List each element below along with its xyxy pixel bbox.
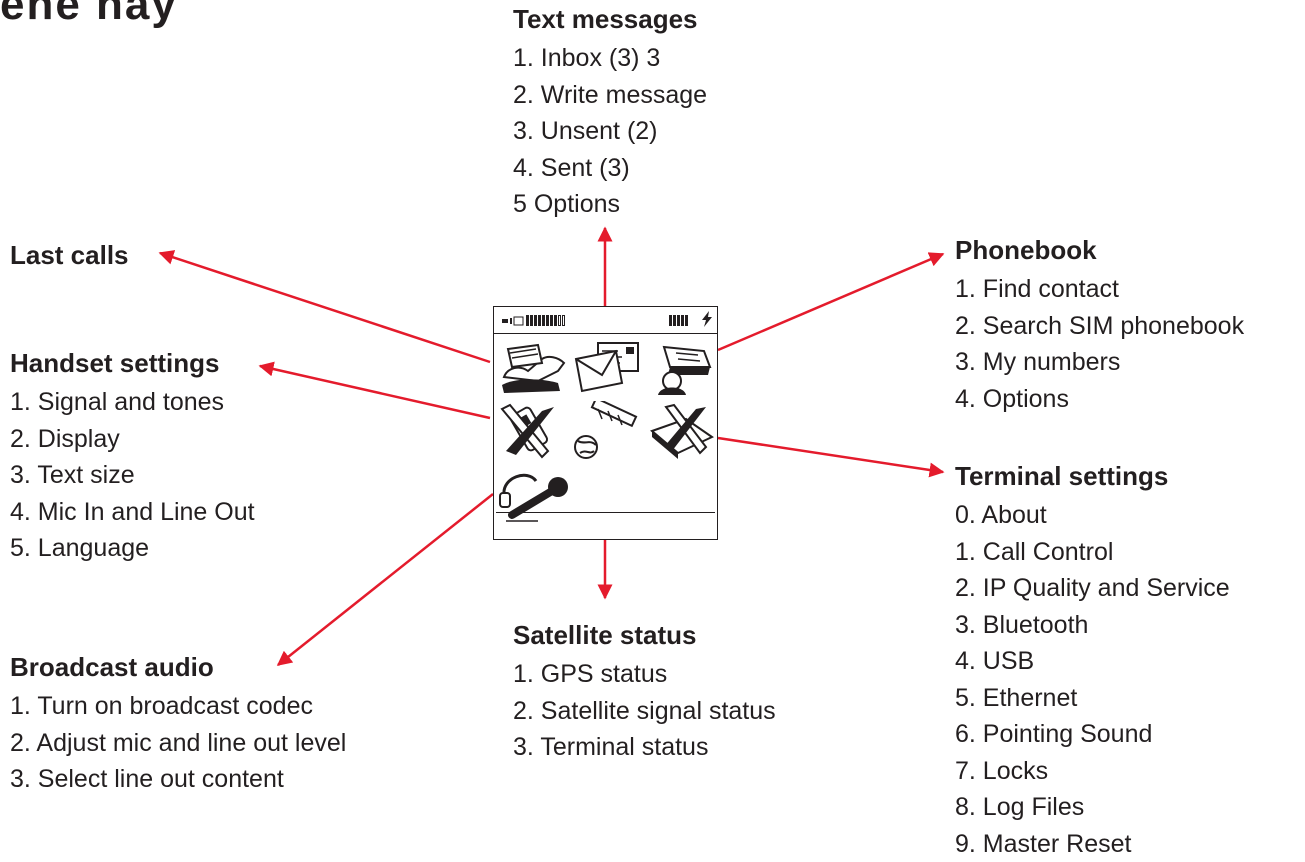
list-item: 5 Options: [513, 190, 621, 218]
terminal-settings-group: Terminal settings 0. About 1. Call Contr…: [955, 461, 1230, 862]
arrow-phonebook: [717, 252, 945, 352]
status-bar: [494, 307, 717, 334]
list-item: 1. Call Control: [955, 537, 1114, 566]
list-item: 8. Log Files: [955, 793, 1085, 821]
arrow-terminal-settings: [717, 436, 945, 478]
list-item: 6. Pointing Sound: [955, 720, 1153, 748]
satellite-status-group: Satellite status 1. GPS status 2. Satell…: [513, 620, 776, 766]
signal-strength-icon: [526, 315, 565, 326]
phonebook-group: Phonebook 1. Find contact 2. Search SIM …: [955, 235, 1244, 417]
handset-settings-icon[interactable]: [498, 401, 568, 461]
list-item: 3. Select line out content: [10, 765, 284, 793]
arrow-handset-settings: [258, 361, 491, 420]
list-item: 1. GPS status: [513, 660, 668, 688]
envelope-icon[interactable]: [572, 337, 642, 397]
list-item: 4. Mic In and Line Out: [10, 497, 255, 526]
phonebook-heading: Phonebook: [955, 235, 1097, 265]
list-item: 3. Unsent (2): [513, 117, 658, 145]
headset-icon[interactable]: [498, 465, 568, 525]
list-item: 7. Locks: [955, 756, 1049, 785]
list-item: 5. Ethernet: [955, 683, 1078, 712]
phonebook-list: 1. Find contact 2. Search SIM phonebook …: [955, 271, 1244, 417]
list-item: 1. Find contact: [955, 275, 1119, 303]
list-item: 3. Text size: [10, 461, 135, 489]
terminal-settings-icon[interactable]: [646, 401, 716, 461]
list-item: 1. Turn on broadcast codec: [10, 692, 313, 720]
broadcast-audio-group: Broadcast audio 1. Turn on broadcast cod…: [10, 652, 346, 798]
text-messages-heading: Text messages: [513, 4, 698, 34]
charging-bolt-icon: [701, 311, 713, 331]
text-messages-list: 1. Inbox (3) 3 2. Write message 3. Unsen…: [513, 40, 707, 223]
list-item: 2. Write message: [513, 80, 708, 109]
list-item: 2. IP Quality and Service: [955, 574, 1230, 602]
handset-screen: [493, 306, 718, 540]
broadcast-audio-heading: Broadcast audio: [10, 652, 214, 682]
list-item: 3. My numbers: [955, 348, 1121, 376]
list-item: 4. USB: [955, 647, 1035, 675]
cut-off-title: ehe nay: [0, 0, 178, 29]
soft-key-divider: [496, 512, 715, 513]
list-item: 2. Adjust mic and line out level: [10, 728, 347, 757]
list-item: 5. Language: [10, 534, 150, 562]
last-calls-icon[interactable]: [498, 337, 568, 397]
terminal-settings-list: 0. About 1. Call Control 2. IP Quality a…: [955, 497, 1230, 862]
list-item: 2. Display: [10, 424, 120, 453]
broadcast-audio-list: 1. Turn on broadcast codec 2. Adjust mic…: [10, 688, 346, 798]
text-messages-group: Text messages 1. Inbox (3) 3 2. Write me…: [513, 4, 707, 223]
list-item: 9. Master Reset: [955, 829, 1132, 858]
arrow-broadcast-audio: [276, 493, 494, 666]
satellite-icon[interactable]: [572, 396, 642, 461]
arrow-last-calls: [158, 250, 491, 364]
phonebook-icon[interactable]: [646, 337, 716, 397]
list-item: 3. Bluetooth: [955, 610, 1089, 639]
handset-settings-group: Handset settings 1. Signal and tones 2. …: [10, 348, 255, 567]
satellite-status-list: 1. GPS status 2. Satellite signal status…: [513, 656, 776, 766]
list-item: 4. Sent (3): [513, 153, 630, 182]
battery-level-icon: [669, 315, 688, 326]
list-item: 3. Terminal status: [513, 733, 709, 761]
list-item: 4. Options: [955, 384, 1069, 413]
handset-settings-heading: Handset settings: [10, 348, 220, 378]
last-calls-heading: Last calls: [10, 240, 129, 270]
list-item: 1. Inbox (3) 3: [513, 44, 661, 72]
satellite-status-heading: Satellite status: [513, 620, 697, 650]
last-calls-group: Last calls: [10, 240, 129, 270]
list-item: 1. Signal and tones: [10, 388, 225, 416]
list-item: 2. Satellite signal status: [513, 696, 776, 725]
list-item: 2. Search SIM phonebook: [955, 311, 1245, 340]
handset-settings-list: 1. Signal and tones 2. Display 3. Text s…: [10, 384, 255, 567]
terminal-settings-heading: Terminal settings: [955, 461, 1169, 491]
antenna-icon: [502, 316, 524, 328]
list-item: 0. About: [955, 501, 1047, 529]
